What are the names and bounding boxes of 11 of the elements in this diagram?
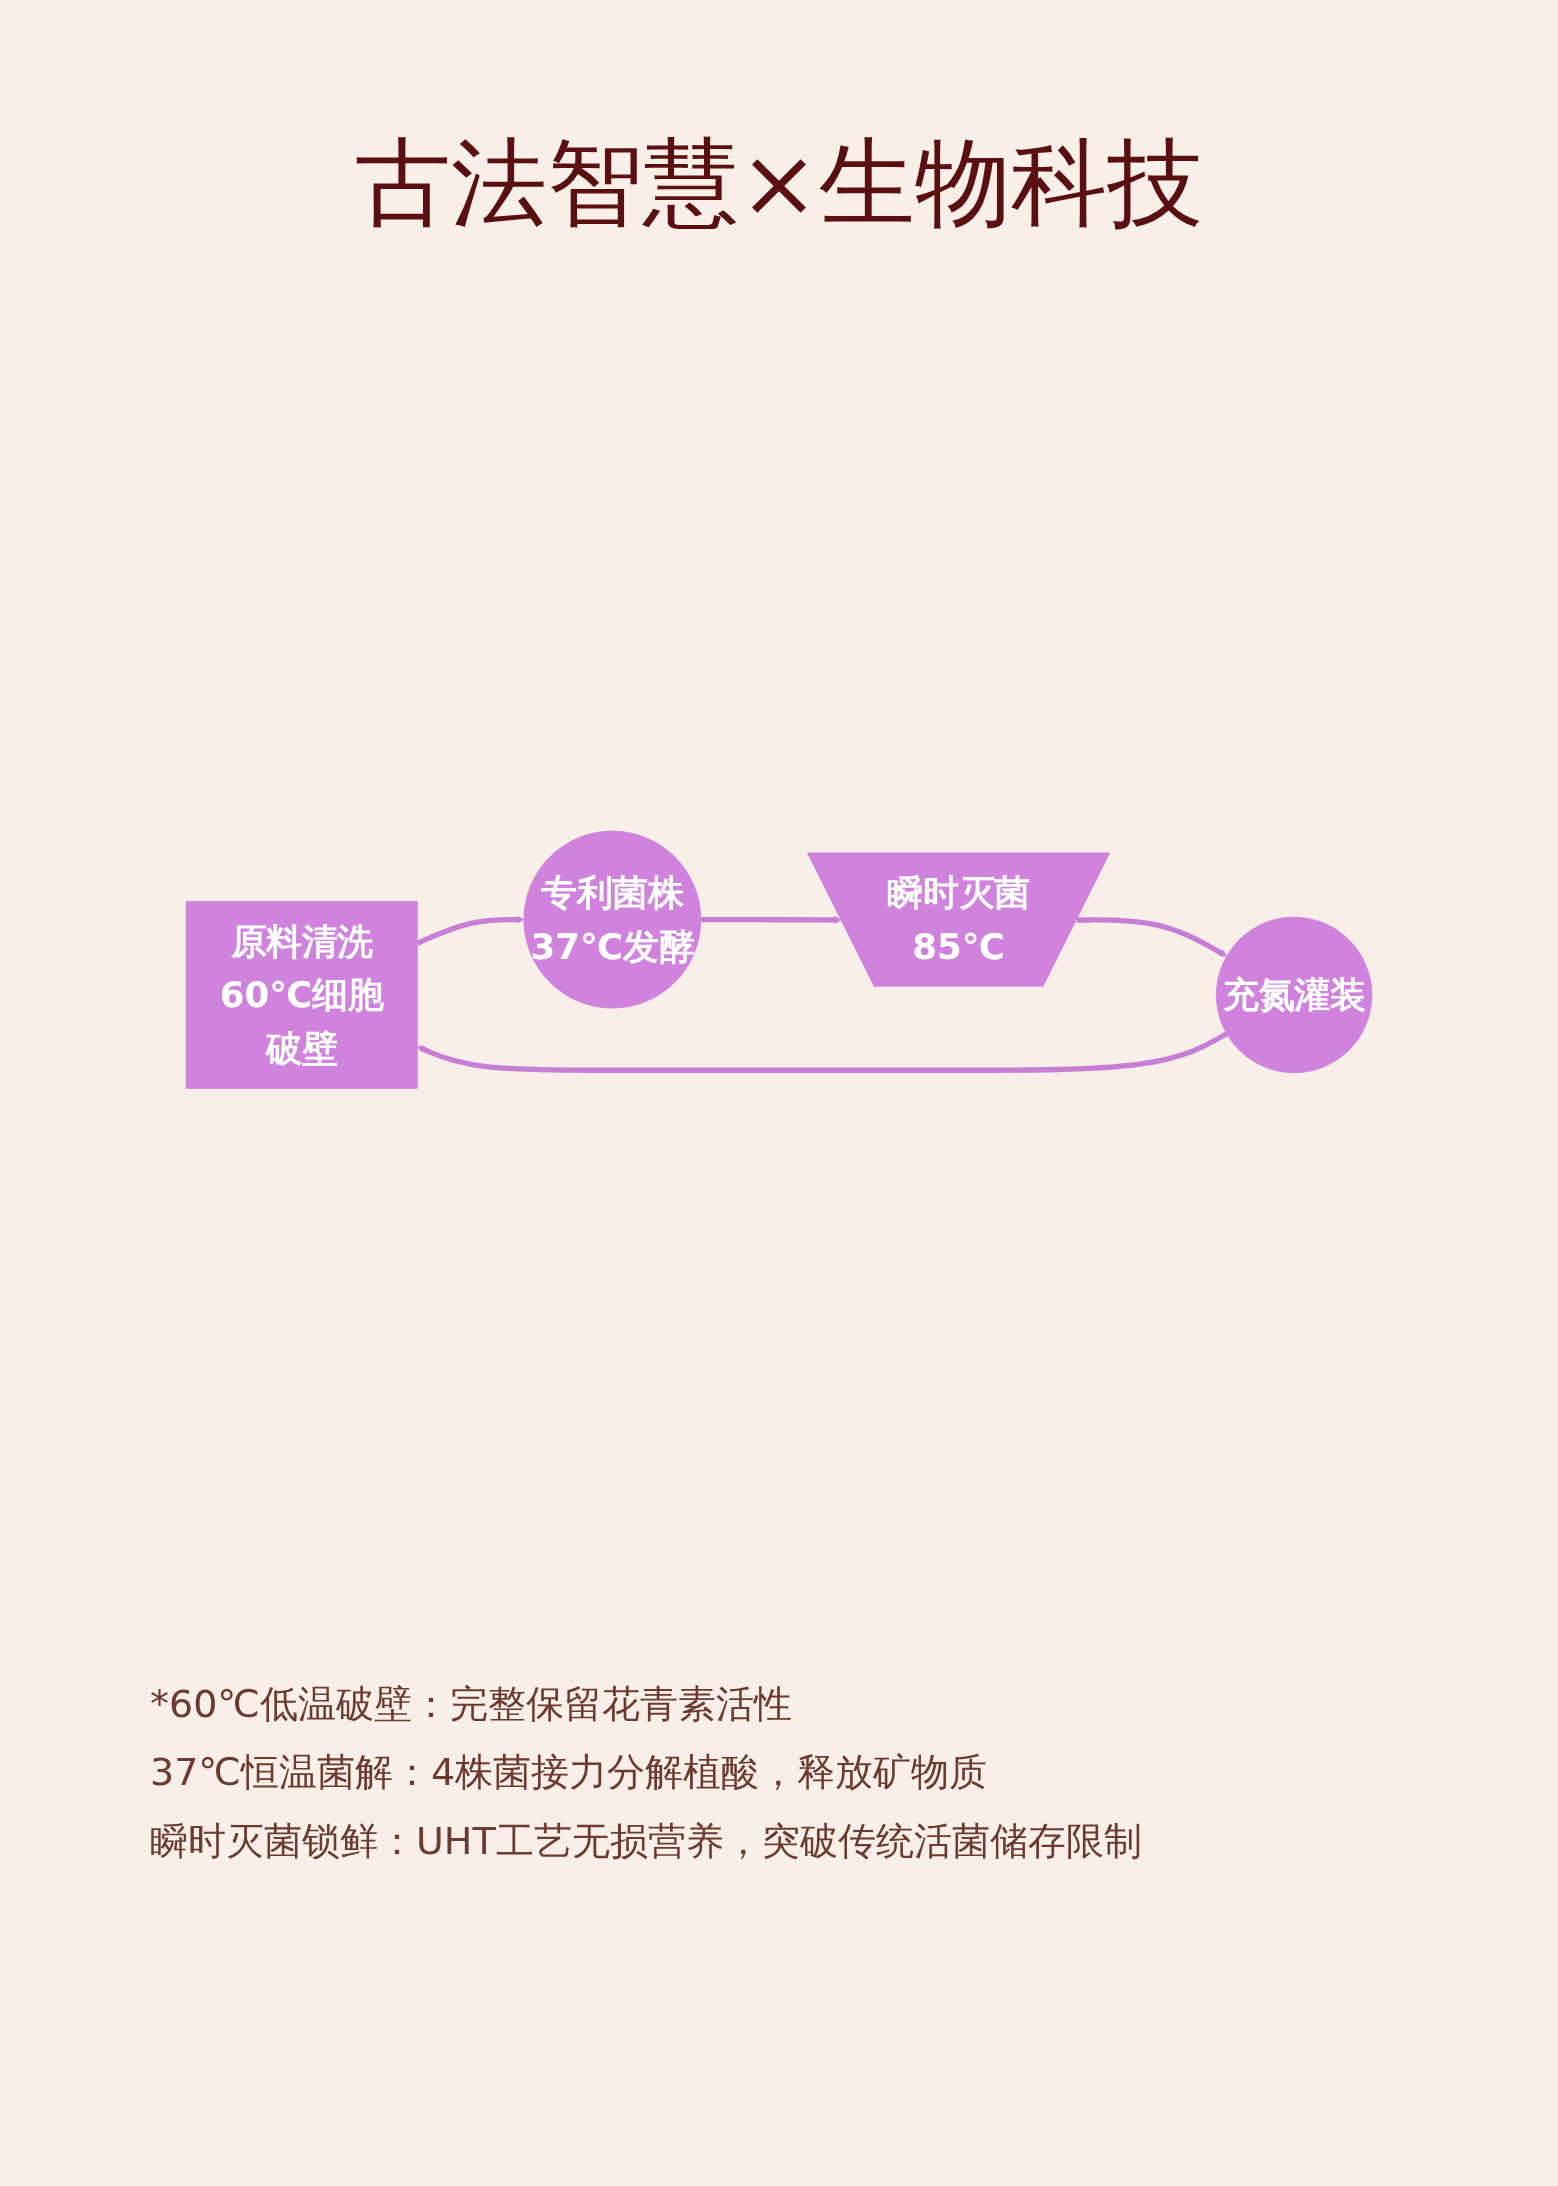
footnote-text: *60℃低温破壁：完整保留花青素活性 [150, 1681, 793, 1728]
title: 古法智慧×生物科技 [353, 126, 1205, 241]
footnote-text: 瞬时灭菌锁鲜：UHT工艺无损营养，突破传统活菌储存限制 [150, 1817, 1142, 1865]
arrow [416, 1031, 1228, 1074]
arrow [1076, 917, 1228, 958]
arrow [416, 916, 525, 947]
footnote-text: 37℃恒温菌解：4株菌接力分解植酸，释放矿物质 [150, 1749, 988, 1797]
arrow [700, 916, 842, 925]
node-circle: 充氮灌装 [1215, 917, 1373, 1074]
node-box: 原料清洗 60℃细胞破壁 [185, 901, 418, 1090]
node-circle: 专利菌株 37℃发酵 [523, 830, 702, 1009]
